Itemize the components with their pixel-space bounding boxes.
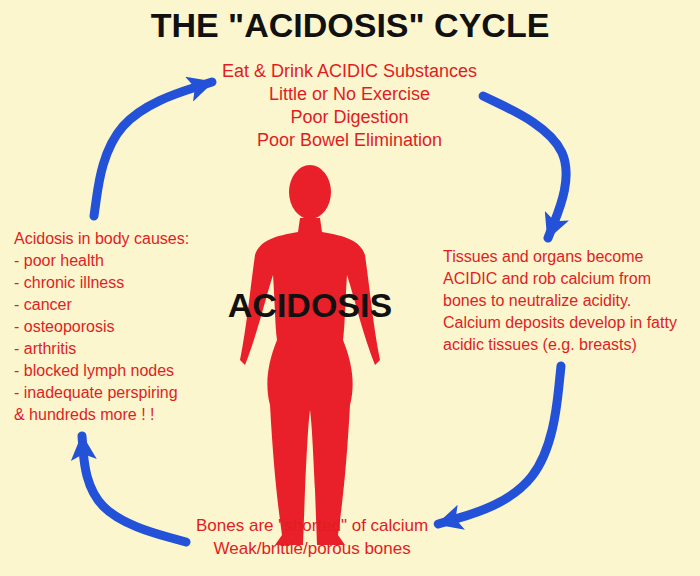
cause-list: Eat & Drink ACIDIC SubstancesLittle or N… [222,60,477,152]
item-text: Weak/brittle/porous bones [196,537,428,560]
figure-label: ACIDOSIS [195,285,425,325]
item-text: - poor health [14,250,189,272]
title: THE "ACIDOSIS" CYCLE [0,4,700,46]
item-text: Poor Bowel Elimination [222,129,477,152]
item-text: Tissues and organs become ACIDIC and rob… [443,246,688,312]
item-text: - arthritis [14,338,189,360]
cycle-arrow [82,436,186,542]
item-text: - chronic illness [14,272,189,294]
item-text: & hundreds more ! ! [14,404,189,426]
item-text: Bones are "shorted" of calcium [196,514,428,537]
cycle-arrow [483,96,566,238]
body-shape [240,218,380,545]
item-text: - cancer [14,294,189,316]
item-text: Acidosis in body causes: [14,228,189,250]
head-shape [289,165,331,219]
effect-list: Acidosis in body causes:- poor health- c… [14,228,189,426]
item-text: Little or No Exercise [222,83,477,106]
bone-note: Bones are "shorted" of calciumWeak/britt… [196,514,428,560]
body-figure: ACIDOSIS [195,160,425,550]
cycle-arrow [94,82,212,216]
item-text: - blocked lymph nodes [14,360,189,382]
tissue-note: Tissues and organs become ACIDIC and rob… [443,246,688,356]
item-text: Eat & Drink ACIDIC Substances [222,60,477,83]
cycle-arrow [438,366,561,524]
item-text: - osteoporosis [14,316,189,338]
item-text: - inadequate perspiring [14,382,189,404]
item-text: Poor Digestion [222,106,477,129]
body-silhouette [195,160,425,550]
item-text: Calcium deposits develop in fatty acidic… [443,312,688,356]
